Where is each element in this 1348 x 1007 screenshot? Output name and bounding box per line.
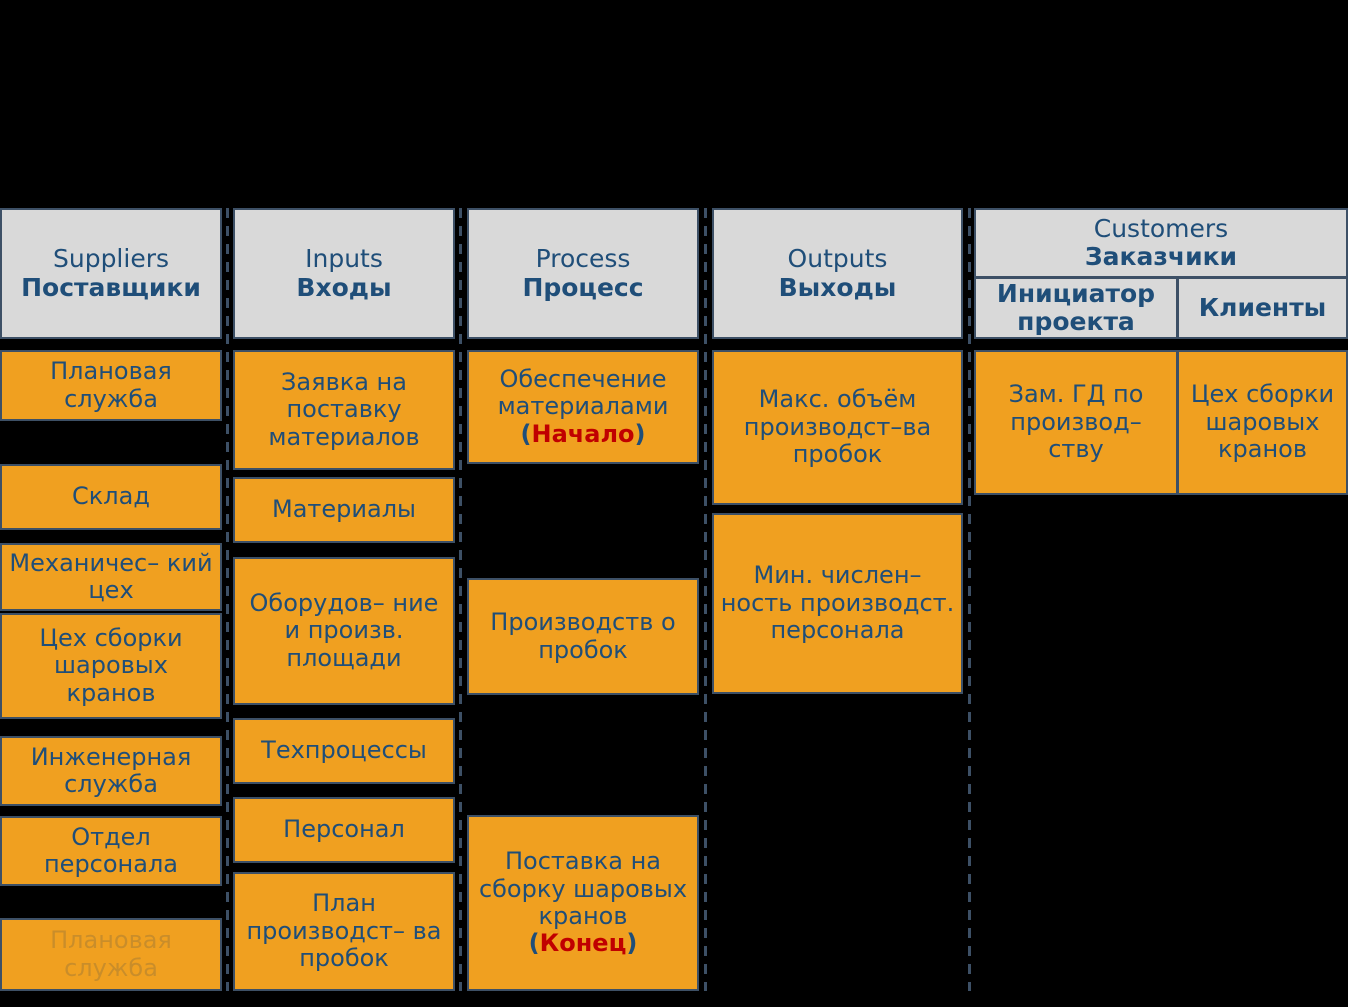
subcolumn-header-clients: Клиенты	[1177, 277, 1348, 339]
suppliers-item-3-label: Механичес– кий цех	[9, 548, 213, 604]
process-item-1-marker-open: (	[520, 419, 532, 448]
suppliers-item-6-label: Отдел персонала	[43, 822, 178, 878]
column-header-outputs: Outputs Выходы	[712, 208, 963, 339]
suppliers-item-2[interactable]: Склад	[0, 464, 222, 530]
suppliers-item-7-label: Плановая служба	[50, 926, 172, 982]
column-separator-inputs-process	[459, 208, 462, 991]
inputs-item-1[interactable]: Заявка на поставку материалов	[233, 350, 455, 470]
header-ru-suppliers: Поставщики	[21, 272, 201, 302]
inputs-item-2-label: Материалы	[272, 495, 416, 524]
inputs-item-3[interactable]: Оборудов– ние и произв. площади	[233, 557, 455, 705]
column-separator-outputs-customers	[968, 208, 971, 991]
header-ru-customers: Заказчики	[1084, 242, 1238, 271]
process-item-2-label: Производств о пробок	[490, 608, 676, 664]
subheader-label-project-initiator: Инициатор проекта	[996, 278, 1156, 336]
header-en-suppliers: Suppliers	[52, 244, 170, 273]
outputs-item-2-label: Мин. числен– ность производст. персонала	[720, 561, 955, 645]
outputs-item-1-label: Макс. объём производст–ва пробок	[743, 385, 932, 469]
suppliers-item-5[interactable]: Инженерная служба	[0, 736, 222, 806]
inputs-item-4[interactable]: Техпроцессы	[233, 718, 455, 784]
process-item-3-marker: Конец	[539, 929, 627, 958]
process-item-2[interactable]: Производств о пробок	[467, 578, 699, 695]
column-separator-process-outputs	[704, 208, 707, 991]
subheader-label-clients: Клиенты	[1198, 292, 1327, 322]
header-en-customers: Customers	[1093, 213, 1229, 243]
header-en-inputs: Inputs	[305, 244, 383, 273]
inputs-item-2[interactable]: Материалы	[233, 477, 455, 543]
outputs-item-1[interactable]: Макс. объём производст–ва пробок	[712, 350, 963, 505]
column-separator-suppliers-inputs	[226, 208, 229, 991]
column-header-customers: Customers Заказчики	[974, 208, 1348, 278]
process-item-1-label: Обеспечение материалами	[497, 364, 669, 421]
process-item-3-marker-open: (	[528, 929, 540, 958]
header-ru-outputs: Выходы	[778, 272, 897, 302]
suppliers-item-4-label: Цех сборки шаровых кранов	[39, 623, 183, 707]
column-header-process: Process Процесс	[467, 208, 699, 339]
suppliers-item-7[interactable]: Плановая служба	[0, 918, 222, 991]
customers-item-project-initiator-label: Зам. ГД по производ– ству	[1008, 380, 1144, 464]
suppliers-item-2-label: Склад	[72, 482, 150, 511]
suppliers-item-4[interactable]: Цех сборки шаровых кранов	[0, 613, 222, 719]
inputs-item-5[interactable]: Персонал	[233, 797, 455, 863]
inputs-item-5-label: Персонал	[283, 815, 405, 844]
suppliers-item-1[interactable]: Плановая служба	[0, 350, 222, 421]
inputs-item-1-label: Заявка на поставку материалов	[268, 367, 420, 451]
process-item-3-label: Поставка на сборку шаровых кранов	[478, 847, 688, 930]
process-item-1[interactable]: Обеспечение материалами (Начало)	[467, 350, 699, 464]
header-en-process: Process	[535, 244, 631, 273]
inputs-item-4-label: Техпроцессы	[261, 736, 427, 765]
process-item-1-marker: Начало	[531, 419, 635, 448]
header-ru-inputs: Входы	[296, 272, 392, 302]
subcolumn-header-project-initiator: Инициатор проекта	[974, 277, 1178, 339]
customers-item-clients-label: Цех сборки шаровых кранов	[1190, 380, 1335, 464]
process-item-3-marker-close: )	[626, 929, 638, 958]
header-ru-process: Процесс	[522, 272, 644, 302]
header-en-outputs: Outputs	[787, 244, 888, 273]
column-header-inputs: Inputs Входы	[233, 208, 455, 339]
suppliers-item-1-label: Плановая служба	[50, 357, 172, 413]
inputs-item-6[interactable]: План производст– ва пробок	[233, 872, 455, 991]
inputs-item-3-label: Оборудов– ние и произв. площади	[249, 588, 439, 672]
customers-item-clients[interactable]: Цех сборки шаровых кранов	[1177, 350, 1348, 495]
customers-item-project-initiator[interactable]: Зам. ГД по производ– ству	[974, 350, 1178, 495]
inputs-item-6-label: План производст– ва пробок	[246, 889, 442, 973]
suppliers-item-6[interactable]: Отдел персонала	[0, 816, 222, 886]
suppliers-item-5-label: Инженерная служба	[30, 742, 192, 798]
outputs-item-2[interactable]: Мин. числен– ность производст. персонала	[712, 513, 963, 694]
column-header-suppliers: Suppliers Поставщики	[0, 208, 222, 339]
process-item-3[interactable]: Поставка на сборку шаровых кранов (Конец…	[467, 815, 699, 991]
process-item-1-marker-close: )	[634, 419, 646, 448]
suppliers-item-3[interactable]: Механичес– кий цех	[0, 543, 222, 611]
